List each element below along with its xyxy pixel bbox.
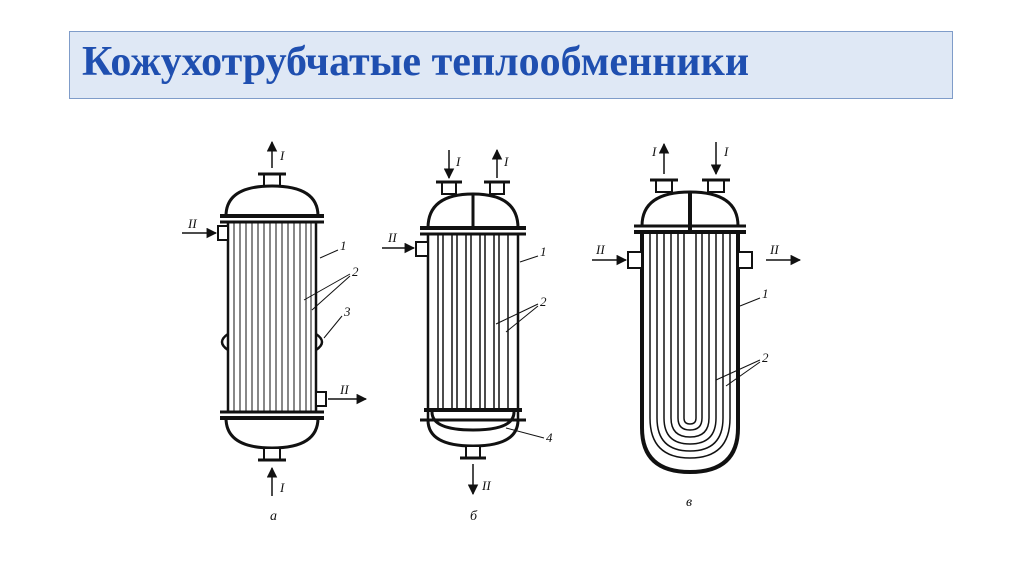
bottom-nozzle-b <box>465 445 481 459</box>
variant-label-b: б <box>470 509 478 524</box>
bottom-head-a <box>224 417 320 450</box>
callout-a-1: 1 <box>340 238 347 253</box>
shell-c <box>640 232 740 475</box>
flow-label-c-top-out: I <box>651 144 657 159</box>
top-nozzle-c-in <box>707 179 725 193</box>
variant-label-c: в <box>686 495 692 510</box>
flow-label-a-top: I <box>279 148 285 163</box>
flow-label-b-top-out: I <box>503 154 509 169</box>
top-nozzle-c-out <box>655 179 673 193</box>
inlet-nozzle-c <box>627 251 643 269</box>
slide-title: Кожухотрубчатые теплообменники <box>82 39 750 85</box>
diagram-canvas: I I II II 1 2 3 а <box>182 140 802 524</box>
shell-a <box>226 220 318 414</box>
outlet-nozzle-a <box>315 391 327 407</box>
variant-label-a: а <box>270 509 277 524</box>
exchanger-c <box>592 142 802 475</box>
tube-bundle-b <box>437 234 509 410</box>
tube-bundle-a <box>233 222 312 412</box>
top-nozzle-a <box>263 173 281 187</box>
flow-label-b-top-in: I <box>455 154 461 169</box>
callout-b-2: 2 <box>540 294 547 309</box>
shell-b <box>426 232 520 422</box>
flow-label-a-bottom: I <box>279 480 285 495</box>
callout-c-2: 2 <box>762 350 769 365</box>
callout-a-3: 3 <box>343 304 351 319</box>
callout-b-1: 1 <box>540 244 547 259</box>
callout-a-2: 2 <box>352 264 359 279</box>
u-tube-bundle-c <box>649 232 731 459</box>
top-head-a <box>224 184 320 217</box>
title-banner: Кожухотрубчатые теплообменники <box>69 31 953 99</box>
flow-label-c-side-in: II <box>595 242 605 257</box>
flow-label-b-bottom-out: II <box>481 478 491 493</box>
flow-label-b-side-in: II <box>387 230 397 245</box>
top-nozzle-b-out <box>489 181 505 195</box>
exchanger-a <box>182 140 368 496</box>
heat-exchanger-diagrams: I I II II 1 2 3 а <box>160 128 840 548</box>
flow-label-c-side-out: II <box>769 242 779 257</box>
inlet-nozzle-b <box>415 241 429 257</box>
compensator-a-right <box>315 332 324 352</box>
top-nozzle-b-in <box>441 181 457 195</box>
callout-c-1: 1 <box>762 286 769 301</box>
inlet-nozzle-a <box>217 225 229 241</box>
bottom-nozzle-a <box>263 447 281 461</box>
outlet-nozzle-c <box>737 251 753 269</box>
compensator-a-left <box>220 332 229 352</box>
flow-label-a-side-out: II <box>339 382 349 397</box>
flow-label-c-top-in: I <box>723 144 729 159</box>
exchanger-b <box>382 148 545 496</box>
callout-b-4: 4 <box>546 430 553 445</box>
flow-label-a-side-in: II <box>187 216 197 231</box>
